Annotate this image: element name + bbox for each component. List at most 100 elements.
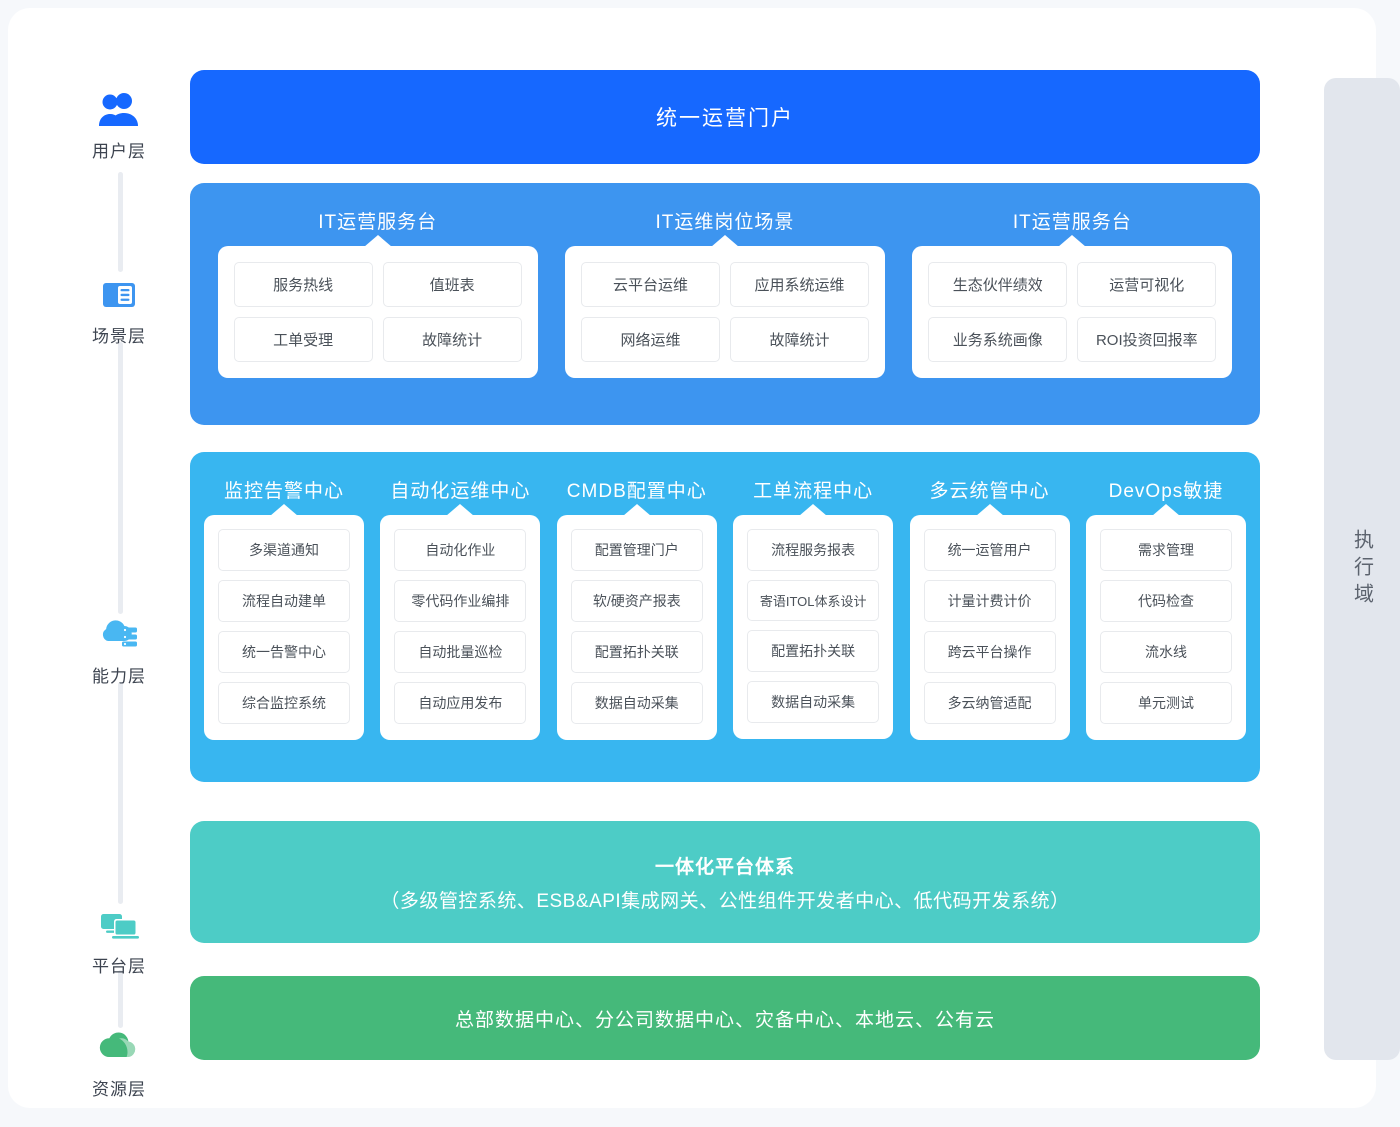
scenario-item[interactable]: 生态伙伴绩效: [928, 262, 1068, 307]
scenario-group: IT运维岗位场景 云平台运维 应用系统运维 网络运维 故障统计: [564, 207, 885, 378]
capability-column-row: 监控告警中心 多渠道通知 流程自动建单 统一告警中心 综合监控系统 自动化运维中…: [204, 452, 1246, 740]
capability-item-list: 自动化作业 零代码作业编排 自动批量巡检 自动应用发布: [394, 529, 527, 724]
rail-item-label: 能力层: [92, 667, 146, 686]
scenario-item[interactable]: 应用系统运维: [729, 262, 869, 307]
rail-item-user-layer[interactable]: 用户层: [64, 90, 174, 162]
capability-column-title: 工单流程中心: [753, 481, 874, 502]
platform-layer-block[interactable]: 一体化平台体系 （多级管控系统、ESB&API集成网关、公性组件开发者中心、低代…: [190, 821, 1260, 943]
scenario-card: 服务热线 值班表 工单受理 故障统计: [217, 235, 538, 378]
capability-card: 自动化作业 零代码作业编排 自动批量巡检 自动应用发布: [380, 504, 541, 740]
rail-item-label: 场景层: [92, 327, 146, 346]
capability-item[interactable]: 自动应用发布: [394, 682, 527, 724]
capability-item[interactable]: 跨云平台操作: [923, 631, 1056, 673]
capability-item[interactable]: 自动化作业: [394, 529, 527, 571]
scenario-item[interactable]: 工单受理: [233, 317, 373, 362]
capability-item[interactable]: 配置管理门户: [570, 529, 703, 571]
users-icon: [99, 93, 138, 126]
scenario-card: 生态伙伴绩效 运营可视化 业务系统画像 ROI投资回报率: [912, 235, 1233, 378]
capability-column-title: 自动化运维中心: [390, 481, 531, 502]
capability-layer-block: 监控告警中心 多渠道通知 流程自动建单 统一告警中心 综合监控系统 自动化运维中…: [190, 452, 1260, 782]
execution-domain-panel: 执行域: [1324, 78, 1400, 1060]
capability-item[interactable]: 数据自动采集: [570, 682, 703, 724]
capability-item[interactable]: 寄语ITOL体系设计: [747, 580, 880, 621]
capability-item[interactable]: 数据自动采集: [747, 681, 880, 723]
capability-item[interactable]: 自动批量巡检: [394, 631, 527, 673]
capability-column: DevOps敏捷 需求管理 代码检查 流水线 单元测试: [1085, 476, 1246, 740]
capability-column: 多云统管中心 统一运管用户 计量计费计价 跨云平台操作 多云纳管适配: [909, 476, 1070, 740]
capability-column-title: 监控告警中心: [223, 481, 344, 502]
rail-item-label: 资源层: [92, 1080, 146, 1099]
capability-column-title: CMDB配置中心: [566, 481, 707, 502]
capability-item[interactable]: 综合监控系统: [218, 682, 350, 724]
scenario-item[interactable]: 网络运维: [580, 317, 720, 362]
rail-item-label: 用户层: [92, 142, 146, 161]
capability-item[interactable]: 流程服务报表: [747, 529, 880, 571]
capability-card: 多渠道通知 流程自动建单 统一告警中心 综合监控系统: [204, 504, 364, 740]
scenario-item[interactable]: ROI投资回报率: [1077, 317, 1217, 362]
platform-title: 一体化平台体系: [654, 856, 795, 878]
capability-item-list: 多渠道通知 流程自动建单 统一告警中心 综合监控系统: [218, 529, 350, 724]
rail-item-capability-layer[interactable]: 能力层: [64, 615, 174, 687]
scenario-item-grid: 云平台运维 应用系统运维 网络运维 故障统计: [580, 262, 869, 362]
capability-item[interactable]: 代码检查: [1099, 580, 1232, 622]
rail-item-scenario-layer[interactable]: 场景层: [64, 275, 174, 347]
cloud-icon: [99, 1032, 136, 1057]
scenario-group-title: IT运营服务台: [318, 212, 438, 233]
capability-item[interactable]: 多渠道通知: [218, 529, 350, 571]
window-list-icon: [103, 283, 135, 307]
capability-column-title: 多云统管中心: [929, 481, 1050, 502]
capability-card: 配置管理门户 软/硬资产报表 配置拓扑关联 数据自动采集: [556, 504, 717, 740]
scenario-item[interactable]: 故障统计: [729, 317, 869, 362]
scenario-item[interactable]: 故障统计: [382, 317, 522, 362]
layer-rail: 用户层 场景层 能力层: [64, 70, 174, 1099]
capability-item[interactable]: 零代码作业编排: [394, 580, 527, 622]
scenario-item[interactable]: 业务系统画像: [928, 317, 1068, 362]
scenario-item[interactable]: 值班表: [382, 262, 522, 307]
resource-text: 总部数据中心、分公司数据中心、灾备中心、本地云、公有云: [454, 1009, 995, 1031]
capability-item-list: 配置管理门户 软/硬资产报表 配置拓扑关联 数据自动采集: [570, 529, 703, 724]
capability-item[interactable]: 计量计费计价: [923, 580, 1056, 622]
capability-column: CMDB配置中心 配置管理门户 软/硬资产报表 配置拓扑关联 数据自动采集: [556, 476, 717, 740]
capability-item[interactable]: 配置拓扑关联: [747, 630, 880, 672]
resource-layer-block[interactable]: 总部数据中心、分公司数据中心、灾备中心、本地云、公有云: [190, 976, 1260, 1060]
scenario-item[interactable]: 云平台运维: [580, 262, 720, 307]
capability-column: 监控告警中心 多渠道通知 流程自动建单 统一告警中心 综合监控系统: [204, 476, 364, 740]
capability-card: 流程服务报表 寄语ITOL体系设计 配置拓扑关联 数据自动采集: [733, 504, 894, 739]
scenario-group: IT运营服务台 服务热线 值班表 工单受理 故障统计: [217, 207, 538, 378]
capability-item-list: 统一运管用户 计量计费计价 跨云平台操作 多云纳管适配: [923, 529, 1056, 724]
capability-item[interactable]: 多云纳管适配: [923, 682, 1056, 724]
rail-connector-4: [118, 970, 123, 1028]
capability-item[interactable]: 流程自动建单: [218, 580, 350, 622]
capability-item-list: 流程服务报表 寄语ITOL体系设计 配置拓扑关联 数据自动采集: [747, 529, 880, 723]
portal-bar[interactable]: 统一运营门户: [190, 70, 1260, 164]
scenario-layer-block: IT运营服务台 服务热线 值班表 工单受理 故障统计 IT运维岗位场景 云平台运…: [190, 183, 1260, 425]
cloud-server-icon: [102, 620, 137, 647]
portal-title: 统一运营门户: [656, 107, 794, 130]
capability-item[interactable]: 配置拓扑关联: [570, 631, 703, 673]
capability-item[interactable]: 单元测试: [1099, 682, 1232, 724]
scenario-group-row: IT运营服务台 服务热线 值班表 工单受理 故障统计 IT运维岗位场景 云平台运…: [204, 183, 1246, 378]
rail-connector-1: [118, 172, 123, 272]
scenario-group-title: IT运维岗位场景: [655, 212, 795, 233]
platform-subtitle: （多级管控系统、ESB&API集成网关、公性组件开发者中心、低代码开发系统）: [380, 890, 1070, 912]
rail-item-resource-layer[interactable]: 资源层: [64, 1028, 174, 1100]
scenario-item[interactable]: 服务热线: [233, 262, 373, 307]
capability-column-title: DevOps敏捷: [1108, 481, 1224, 502]
scenario-group: IT运营服务台 生态伙伴绩效 运营可视化 业务系统画像 ROI投资回报率: [912, 207, 1233, 378]
capability-item[interactable]: 流水线: [1099, 631, 1232, 673]
rail-item-platform-layer[interactable]: 平台层: [64, 905, 174, 977]
rail-item-label: 平台层: [92, 957, 146, 976]
rail-connector-3: [118, 682, 123, 904]
capability-item[interactable]: 需求管理: [1099, 529, 1232, 571]
capability-item[interactable]: 统一运管用户: [923, 529, 1056, 571]
scenario-card: 云平台运维 应用系统运维 网络运维 故障统计: [564, 235, 885, 378]
capability-item[interactable]: 统一告警中心: [218, 631, 350, 673]
capability-card: 统一运管用户 计量计费计价 跨云平台操作 多云纳管适配: [909, 504, 1070, 740]
scenario-item-grid: 生态伙伴绩效 运营可视化 业务系统画像 ROI投资回报率: [928, 262, 1217, 362]
scenario-group-title: IT运营服务台: [1012, 212, 1132, 233]
capability-item[interactable]: 软/硬资产报表: [570, 580, 703, 622]
rail-connector-2: [118, 342, 123, 614]
execution-domain-label: 执行域: [1350, 528, 1373, 610]
devices-icon: [101, 914, 139, 939]
scenario-item[interactable]: 运营可视化: [1077, 262, 1217, 307]
